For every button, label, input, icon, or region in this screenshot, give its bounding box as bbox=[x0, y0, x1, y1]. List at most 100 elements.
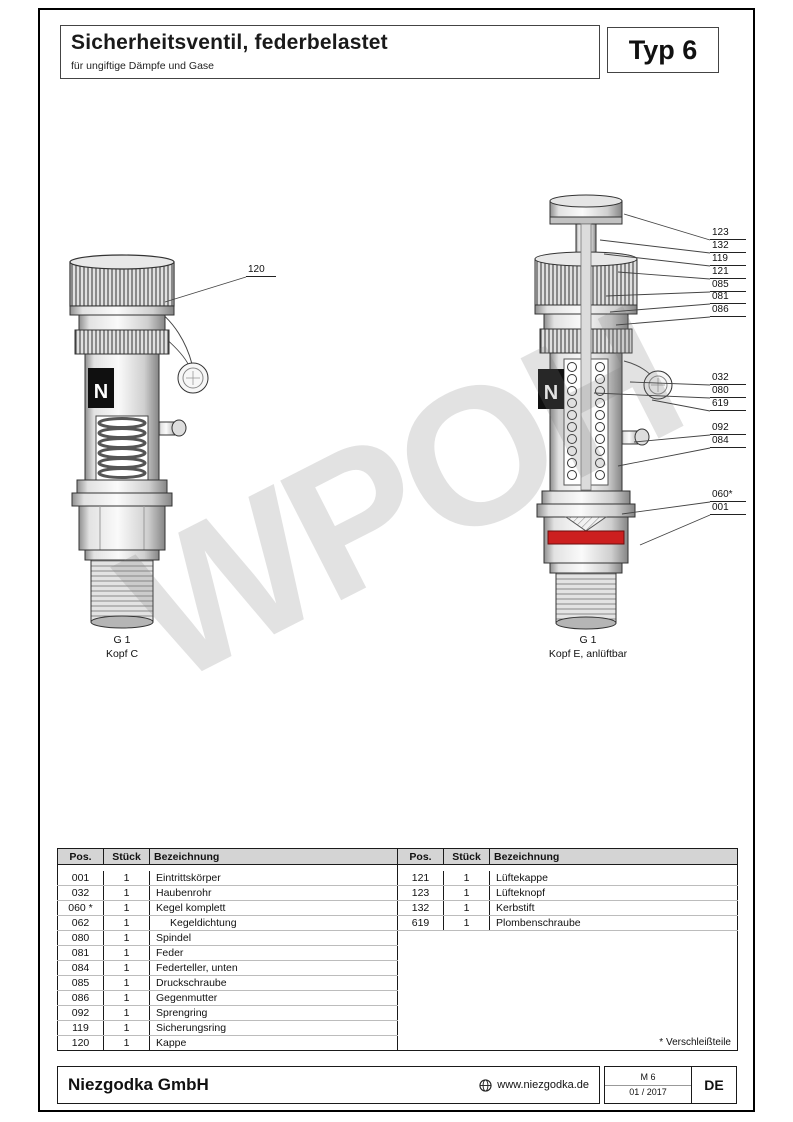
table-footnote: * Verschleißteile bbox=[397, 1035, 738, 1051]
qty-cell: 1 bbox=[103, 975, 150, 991]
pos-cell: 119 bbox=[57, 1020, 104, 1036]
pos-cell: 123 bbox=[397, 885, 444, 901]
empty-cell bbox=[397, 960, 738, 976]
name-cell: Lüfteknopf bbox=[489, 885, 738, 901]
header-pos: Pos. bbox=[397, 848, 444, 865]
caption-right-size: G 1 bbox=[579, 634, 597, 646]
callout-084: 084 bbox=[710, 435, 746, 448]
name-cell: Kerbstift bbox=[489, 900, 738, 916]
name-cell: Gegenmutter bbox=[149, 990, 398, 1006]
header-pos: Pos. bbox=[57, 848, 104, 865]
pos-cell: 062 bbox=[57, 915, 104, 931]
qty-cell: 1 bbox=[103, 1005, 150, 1021]
pos-cell: 092 bbox=[57, 1005, 104, 1021]
qty-cell: 1 bbox=[103, 945, 150, 961]
callout-086: 086 bbox=[710, 304, 746, 317]
valve-drawing-right: N bbox=[534, 194, 673, 630]
name-cell: Kappe bbox=[156, 1037, 187, 1049]
table-header-row: Pos. Stück Bezeichnung Pos. Stück Bezeic… bbox=[57, 848, 738, 865]
callout-092: 092 bbox=[710, 422, 746, 435]
name-cell: Kegeldichtung bbox=[149, 915, 398, 931]
qty-cell: 1 bbox=[443, 915, 490, 931]
valve-cone bbox=[564, 516, 608, 532]
pos-cell: 032 bbox=[57, 885, 104, 901]
pos-cell: 060 * bbox=[57, 900, 104, 916]
name-cell: Sicherungsring bbox=[149, 1020, 398, 1036]
empty-cell bbox=[397, 1005, 738, 1021]
pos-cell: 080 bbox=[57, 930, 104, 946]
qty-cell: 1 bbox=[443, 900, 490, 916]
caption-left-size: G 1 bbox=[113, 634, 131, 646]
brand-logo-letter: N bbox=[544, 382, 558, 404]
footer-info-box: M 6 01 / 2017 DE bbox=[604, 1066, 737, 1104]
doc-number: M 6 bbox=[605, 1071, 691, 1086]
callout-619: 619 bbox=[710, 398, 746, 411]
callout-081: 081 bbox=[710, 291, 746, 304]
empty-cell bbox=[397, 990, 738, 1006]
qty-cell: 1 bbox=[103, 1035, 150, 1051]
brand-logo-letter: N bbox=[94, 381, 108, 403]
callout-032: 032 bbox=[710, 372, 746, 385]
header-name: Bezeichnung bbox=[489, 848, 738, 865]
table-spacer-row bbox=[58, 864, 738, 871]
callout-120: 120 bbox=[246, 264, 276, 277]
threaded-connection bbox=[90, 559, 154, 623]
website-text: www.niezgodka.de bbox=[497, 1079, 589, 1091]
valve-drawing-left: N bbox=[69, 254, 209, 629]
language-label: DE bbox=[704, 1077, 724, 1093]
spindle bbox=[580, 223, 592, 491]
spring-section-coils bbox=[567, 362, 605, 480]
spring-coil bbox=[97, 417, 147, 479]
callout-060: 060* bbox=[710, 489, 746, 502]
callout-085: 085 bbox=[710, 279, 746, 292]
name-cell: Federteller, unten bbox=[149, 960, 398, 976]
inlet-body bbox=[78, 505, 166, 551]
brand-logo bbox=[88, 368, 114, 408]
adjusting-ring bbox=[74, 329, 170, 355]
qty-cell: 1 bbox=[103, 871, 150, 886]
qty-cell: 1 bbox=[103, 900, 150, 916]
pos-cell: 085 bbox=[57, 975, 104, 991]
doc-info: M 6 01 / 2017 bbox=[605, 1067, 692, 1103]
header-name: Bezeichnung bbox=[149, 848, 398, 865]
website-link[interactable]: www.niezgodka.de bbox=[479, 1078, 589, 1092]
caption-left: G 1 Kopf C bbox=[62, 633, 182, 661]
pos-cell: 132 bbox=[397, 900, 444, 916]
name-cell: Haubenrohr bbox=[149, 885, 398, 901]
caption-right-head: Kopf E, anlüftbar bbox=[548, 648, 628, 660]
callout-123: 123 bbox=[710, 227, 746, 240]
callout-119: 119 bbox=[710, 253, 746, 266]
globe-icon bbox=[479, 1078, 492, 1092]
qty-cell: 1 bbox=[103, 960, 150, 976]
qty-cell: 1 bbox=[103, 990, 150, 1006]
brand-logo bbox=[538, 369, 564, 409]
name-cell: Spindel bbox=[149, 930, 398, 946]
threaded-connection bbox=[555, 572, 617, 624]
pos-cell: 121 bbox=[397, 871, 444, 886]
qty-cell: 1 bbox=[103, 915, 150, 931]
page-title: Sicherheitsventil, federbelastet bbox=[71, 31, 388, 54]
name-cell: Eintrittskörper bbox=[149, 871, 398, 886]
empty-cell bbox=[397, 1020, 738, 1036]
name-cell: Feder bbox=[149, 945, 398, 961]
qty-cell: 1 bbox=[443, 871, 490, 886]
seat-gasket-red bbox=[547, 530, 625, 545]
name-cell: Sprengring bbox=[149, 1005, 398, 1021]
title-box: Sicherheitsventil, federbelastet für ung… bbox=[60, 25, 600, 79]
qty-cell: 1 bbox=[103, 1020, 150, 1036]
pos-cell: 001 bbox=[57, 871, 104, 886]
page-border bbox=[38, 8, 755, 1112]
empty-cell bbox=[397, 930, 738, 946]
header-qty: Stück bbox=[443, 848, 490, 865]
type-label: Typ 6 bbox=[607, 27, 719, 73]
